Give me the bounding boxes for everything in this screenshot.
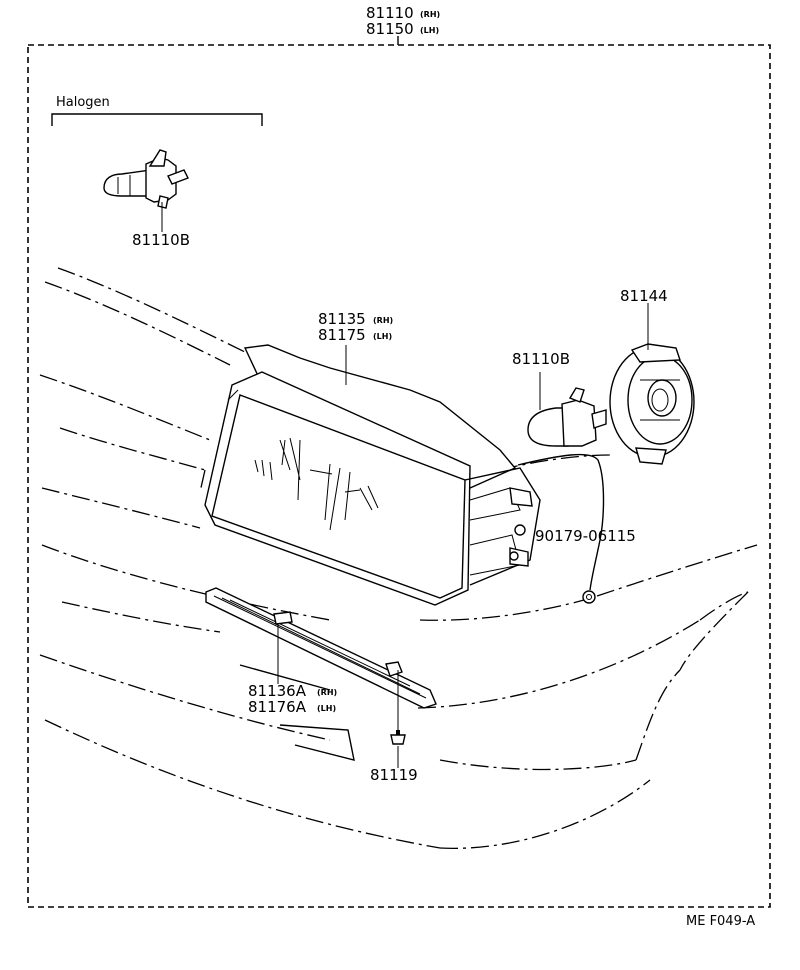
halogen-bulb-icon	[103, 149, 189, 209]
lens-rh-number: 81135	[318, 310, 366, 328]
socket-cover-icon	[609, 343, 695, 465]
assembly-border	[27, 44, 771, 908]
trim-panel	[279, 724, 355, 761]
assembly-lh-side: (LH)	[420, 26, 439, 35]
screw-number: 81119	[370, 766, 418, 784]
assembly-rh-side: (RH)	[420, 10, 440, 19]
headlamp-unit-icon	[204, 344, 541, 606]
lens-rh-side: (RH)	[373, 316, 393, 325]
bulb-icon	[527, 387, 607, 447]
assembly-rh-number: 81110	[366, 4, 414, 22]
halogen-bracket	[51, 113, 263, 126]
lens-lh-number: 81175	[318, 326, 366, 344]
side-marker-rh-side: (RH)	[317, 688, 337, 697]
trim-stripe	[239, 664, 331, 691]
clip-icon	[582, 590, 596, 604]
side-marker-lh-number: 81176A	[248, 698, 307, 716]
side-marker-rh-number: 81136A	[248, 682, 307, 700]
lens-lh-side: (LH)	[373, 332, 392, 341]
diagram-code: ME F049-A	[686, 914, 755, 929]
halogen-title: Halogen	[56, 95, 110, 110]
bulb-number: 81110B	[512, 350, 570, 368]
car-body-outline	[39, 267, 758, 849]
screw-icon	[390, 730, 406, 745]
socket-cover-number: 81144	[620, 287, 668, 305]
side-marker-lh-side: (LH)	[317, 704, 336, 713]
halogen-bulb-number: 81110B	[132, 231, 190, 249]
bulb-wire	[517, 453, 605, 591]
assembly-lh-number: 81150	[366, 20, 414, 38]
clip-number: 90179-06115	[535, 527, 636, 545]
